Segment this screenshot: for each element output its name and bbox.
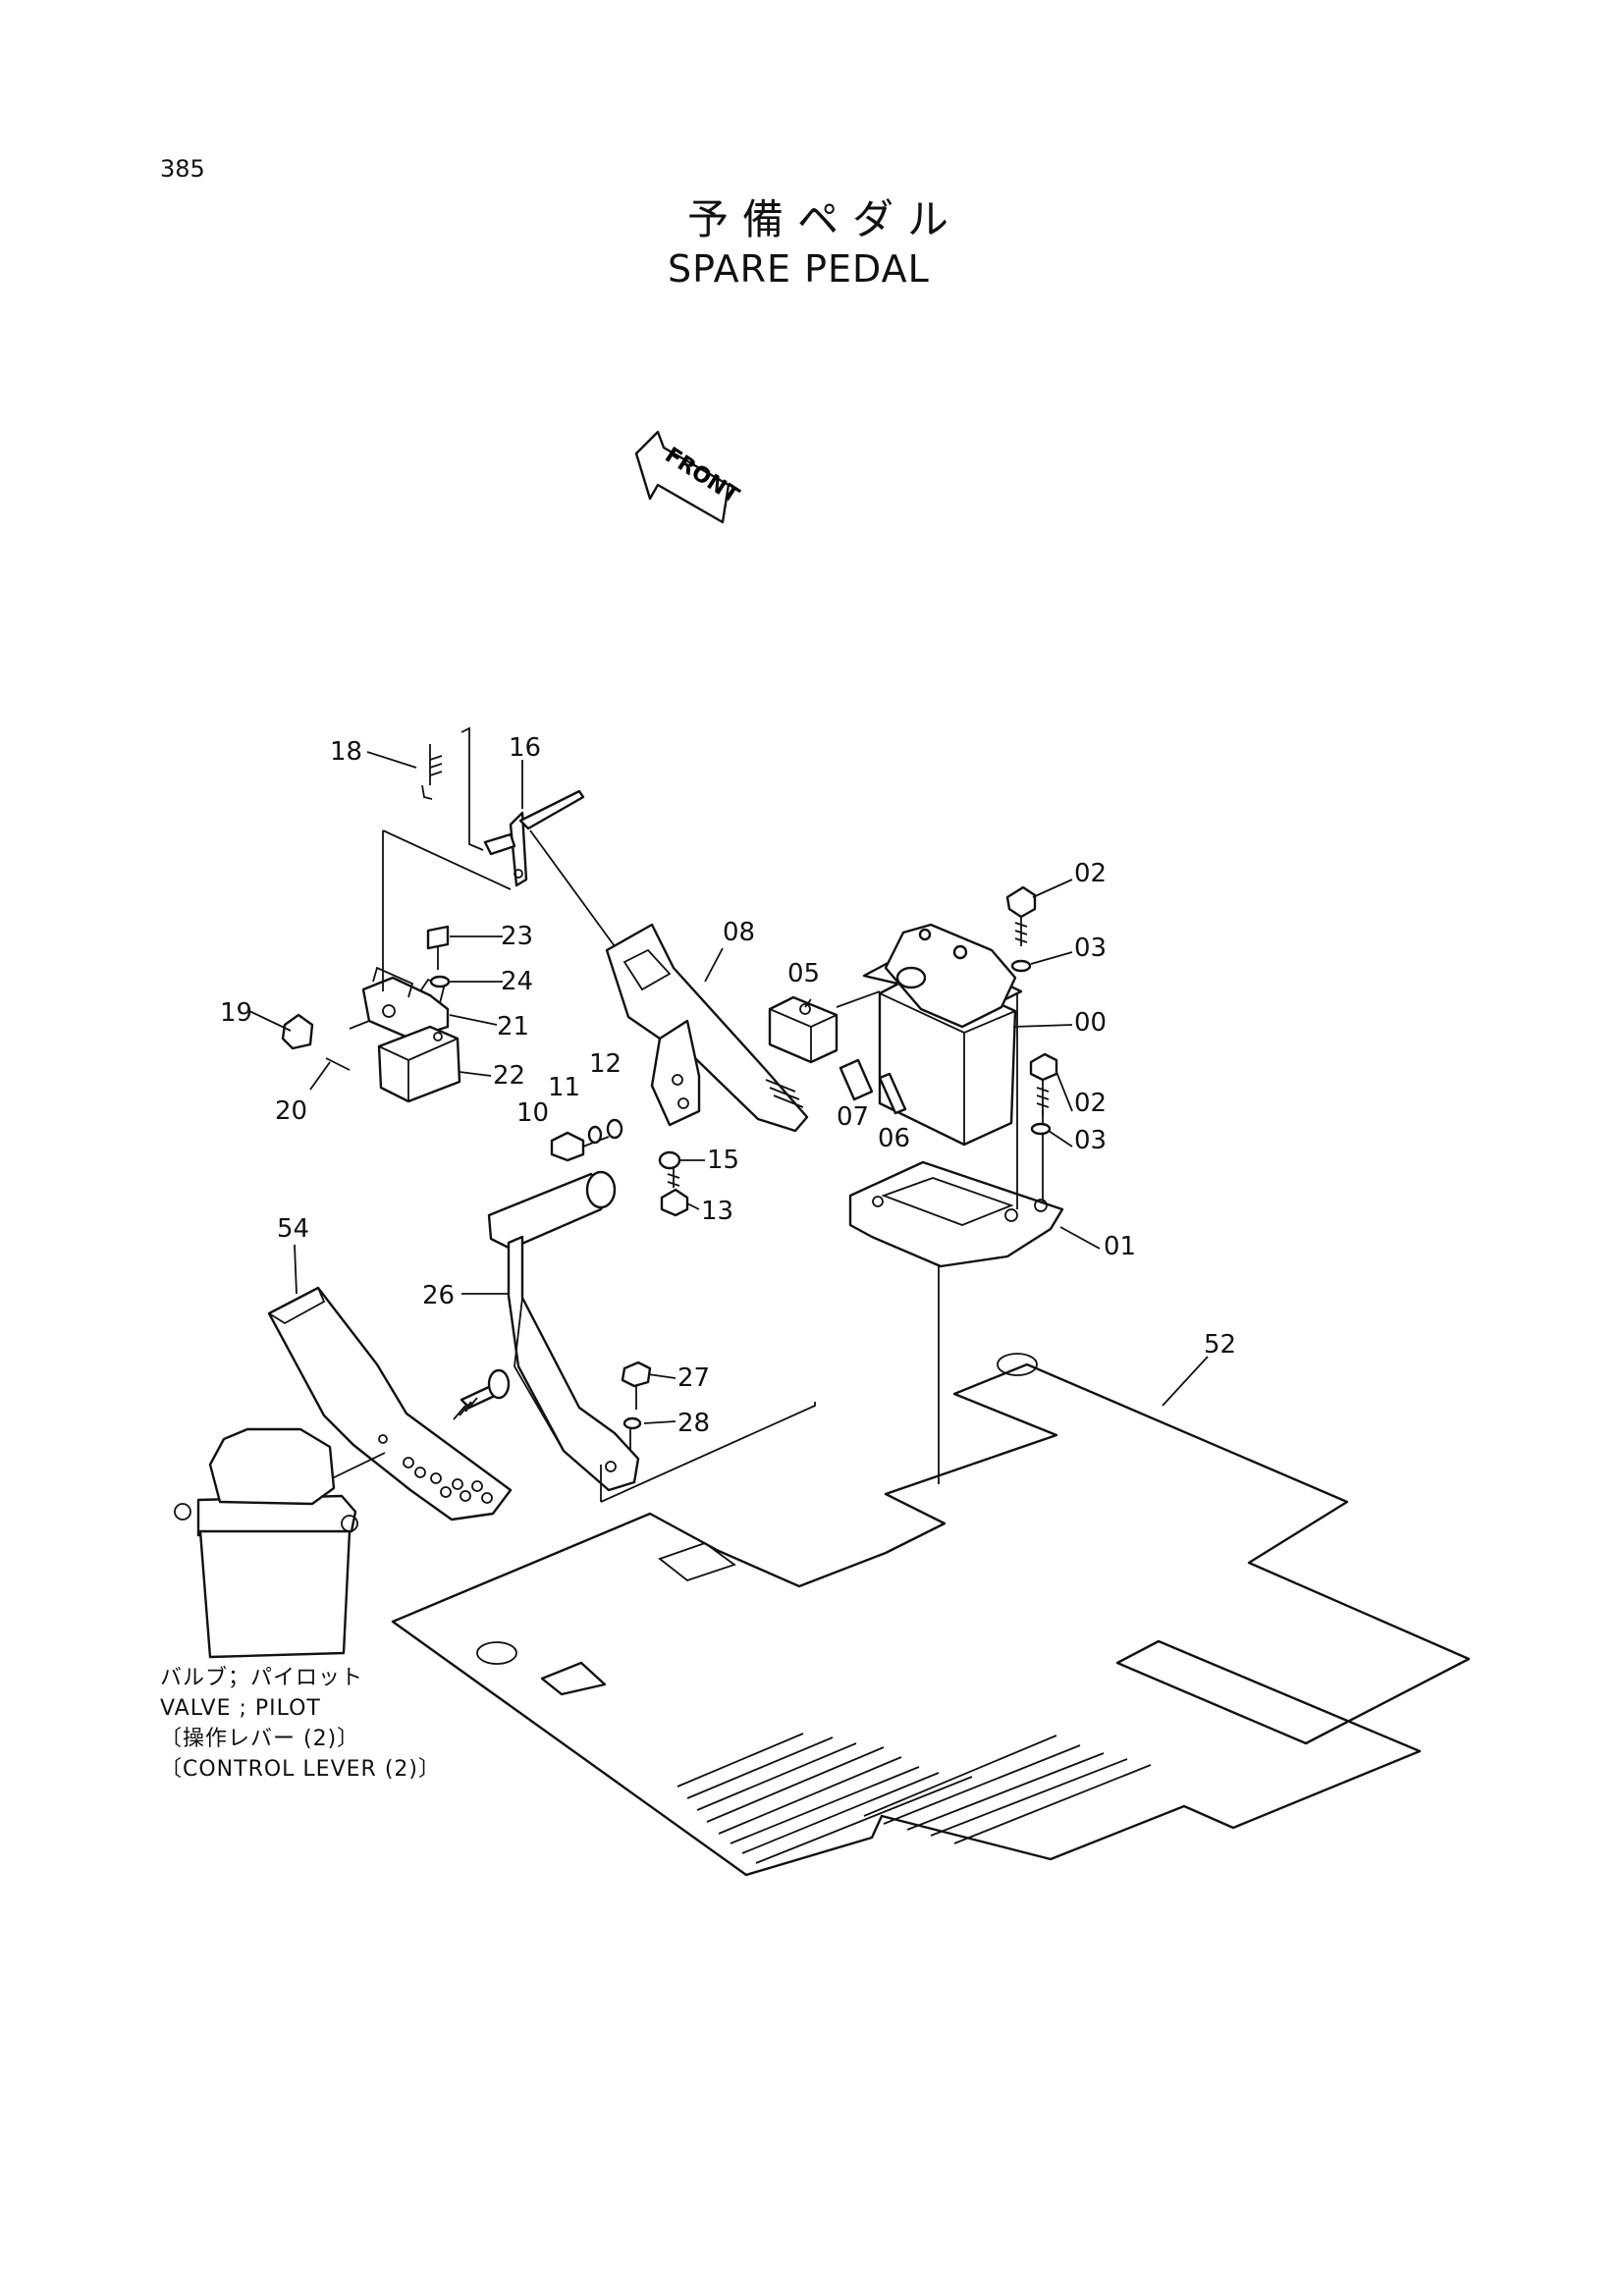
part-label-15: 15 <box>707 1146 739 1175</box>
part-label-54: 54 <box>277 1214 309 1244</box>
part-label-18: 18 <box>330 737 362 767</box>
front-arrow: FRONT <box>634 430 743 524</box>
page-title: SPARE PEDAL <box>668 247 930 291</box>
part-label-08: 08 <box>723 918 755 947</box>
part-label-01: 01 <box>1104 1232 1136 1261</box>
cotter-pin <box>325 1057 351 1071</box>
part-number-labels: 18 16 02 03 00 02 03 01 08 05 07 06 23 2… <box>220 733 1236 1438</box>
part-label-03-lower: 03 <box>1074 1126 1107 1155</box>
mounting-plate <box>848 1160 1064 1268</box>
part-label-12: 12 <box>589 1049 622 1079</box>
floor-mat <box>391 1353 1471 1877</box>
part-label-19: 19 <box>220 998 252 1028</box>
valve-caption: バルブ；パイロット VALVE ; PILOT 〔操作レバー (2)〕 〔CON… <box>160 1663 441 1785</box>
part-label-02-upper: 02 <box>1074 859 1107 888</box>
part-label-02-lower: 02 <box>1074 1089 1107 1118</box>
block-link-line <box>836 990 881 1008</box>
part-label-20: 20 <box>275 1096 307 1126</box>
part-label-16: 16 <box>509 733 541 763</box>
caption-line-english: VALVE ; PILOT <box>160 1696 321 1721</box>
pin-06 <box>878 1072 907 1115</box>
part-label-00: 00 <box>1074 1008 1107 1038</box>
part-label-23: 23 <box>501 922 533 951</box>
pin-07 <box>839 1058 874 1101</box>
pilot-valve-lower <box>174 1427 358 1659</box>
part-label-24: 24 <box>501 967 533 996</box>
part-label-22: 22 <box>493 1061 525 1091</box>
pedal-arm <box>487 1170 816 1503</box>
caption-line-japanese: バルブ；パイロット <box>160 1666 364 1690</box>
caption-line-japanese-note: 〔操作レバー (2)〕 <box>160 1727 360 1751</box>
caption-line-english-note: 〔CONTROL LEVER (2)〕 <box>160 1757 441 1782</box>
part-label-03-upper: 03 <box>1074 934 1107 963</box>
pedal-bracket <box>605 923 809 1133</box>
part-label-52: 52 <box>1204 1330 1236 1360</box>
part-label-26: 26 <box>422 1281 455 1310</box>
clevis-pin <box>281 1013 314 1050</box>
pedal <box>267 1286 513 1522</box>
page-title-japanese: 予備ペダル <box>687 195 963 243</box>
part-label-05: 05 <box>787 959 820 988</box>
part-label-07: 07 <box>837 1102 869 1132</box>
lever-assembly <box>382 726 616 947</box>
bracket-assembly <box>349 830 461 1103</box>
part-label-13: 13 <box>701 1197 733 1226</box>
pilot-valve <box>862 923 1023 1147</box>
part-label-27: 27 <box>677 1363 710 1393</box>
part-label-21: 21 <box>497 1012 529 1041</box>
part-label-28: 28 <box>677 1409 710 1438</box>
part-label-10: 10 <box>516 1098 549 1128</box>
pin-block <box>768 995 839 1064</box>
part-label-06: 06 <box>878 1124 910 1153</box>
leader-lines <box>248 751 1209 1424</box>
page-number: 385 <box>160 155 205 183</box>
part-label-11: 11 <box>548 1073 580 1102</box>
fasteners <box>426 885 1058 1472</box>
